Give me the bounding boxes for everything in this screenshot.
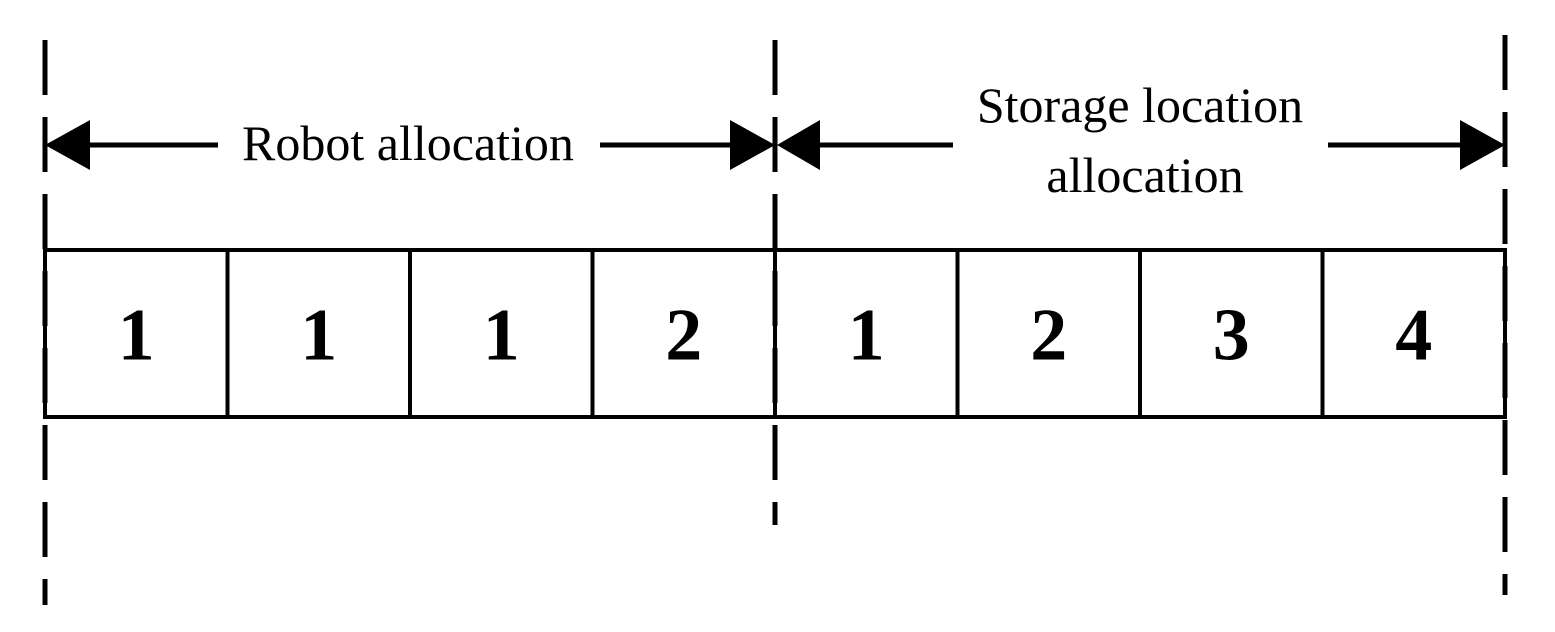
- gene-cell-value: 1: [483, 295, 520, 377]
- gene-cell-storage-5: 1: [773, 248, 960, 419]
- gene-cell-box: [1320, 248, 1507, 419]
- gene-cell-value: 3: [1213, 295, 1250, 377]
- gene-cell-storage-6: 2: [955, 248, 1142, 419]
- gene-cell-value: 1: [300, 295, 337, 377]
- gene-cell-storage-7: 3: [1138, 248, 1325, 419]
- storage-allocation-label-line2: allocation: [1046, 147, 1243, 203]
- gene-cell-robot-1: 1: [43, 248, 230, 419]
- gene-cell-robot-2: 1: [225, 248, 412, 419]
- gene-cell-value: 1: [118, 295, 155, 377]
- gene-cell-value: 1: [848, 295, 885, 377]
- gene-cell-robot-3: 1: [408, 248, 595, 419]
- left-arrowhead-icon: [45, 120, 90, 170]
- robot-allocation-arrow: [45, 120, 775, 170]
- gene-cell-value: 4: [1395, 295, 1432, 377]
- right-arrowhead-icon: [730, 120, 775, 170]
- storage-allocation-label-line1: Storage location: [977, 77, 1303, 133]
- gene-cell-storage-8: 4: [1320, 248, 1507, 419]
- gene-cell-robot-4: 2: [590, 248, 777, 419]
- gene-cell-value: 2: [665, 295, 702, 377]
- right-arrowhead-icon: [1460, 120, 1505, 170]
- storage-allocation-arrow: [777, 120, 1505, 170]
- robot-allocation-label: Robot allocation: [242, 115, 574, 171]
- left-arrowhead-icon: [777, 120, 820, 170]
- gene-cell-strip: 1 1 1 2 1 2 3 4: [43, 248, 1507, 419]
- gene-cell-value: 2: [1030, 295, 1067, 377]
